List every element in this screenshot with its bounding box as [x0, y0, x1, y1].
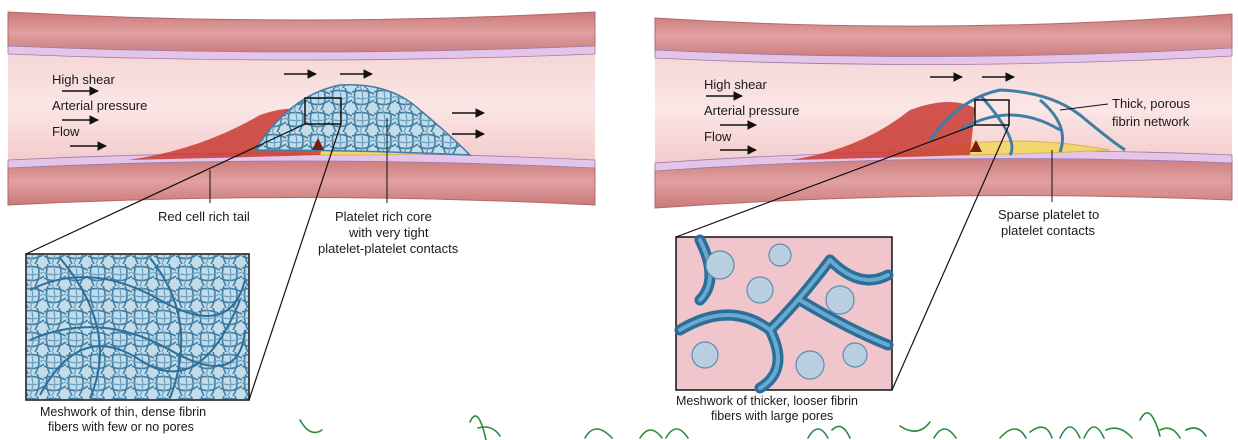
left-inset-caption-line2: fibers with few or no pores [48, 420, 194, 434]
left-core-label-line2: with very tight [348, 225, 429, 240]
right-network-label-line2: fibrin network [1112, 114, 1190, 129]
left-label-flow: Flow [52, 124, 80, 139]
right-contacts-label-line2: platelet contacts [1001, 223, 1095, 238]
left-tail-label: Red cell rich tail [158, 209, 250, 224]
left-inset [26, 254, 249, 400]
left-core-label-line3: platelet-platelet contacts [318, 241, 459, 256]
right-label-high-shear: High shear [704, 77, 768, 92]
left-upper-wall [8, 12, 595, 54]
right-label-arterial-pressure: Arterial pressure [704, 103, 799, 118]
left-core-label-line1: Platelet rich core [335, 209, 432, 224]
right-inset-caption-line1: Meshwork of thicker, looser fibrin [676, 394, 858, 408]
left-inset-caption-line1: Meshwork of thin, dense fibrin [40, 405, 206, 419]
right-inset-caption-line2: fibers with large pores [711, 409, 833, 423]
right-inset [676, 237, 892, 390]
left-label-arterial-pressure: Arterial pressure [52, 98, 147, 113]
right-contacts-label-line1: Sparse platelet to [998, 207, 1099, 222]
right-network-label-line1: Thick, porous [1112, 96, 1191, 111]
right-label-flow: Flow [704, 129, 732, 144]
left-label-high-shear: High shear [52, 72, 116, 87]
